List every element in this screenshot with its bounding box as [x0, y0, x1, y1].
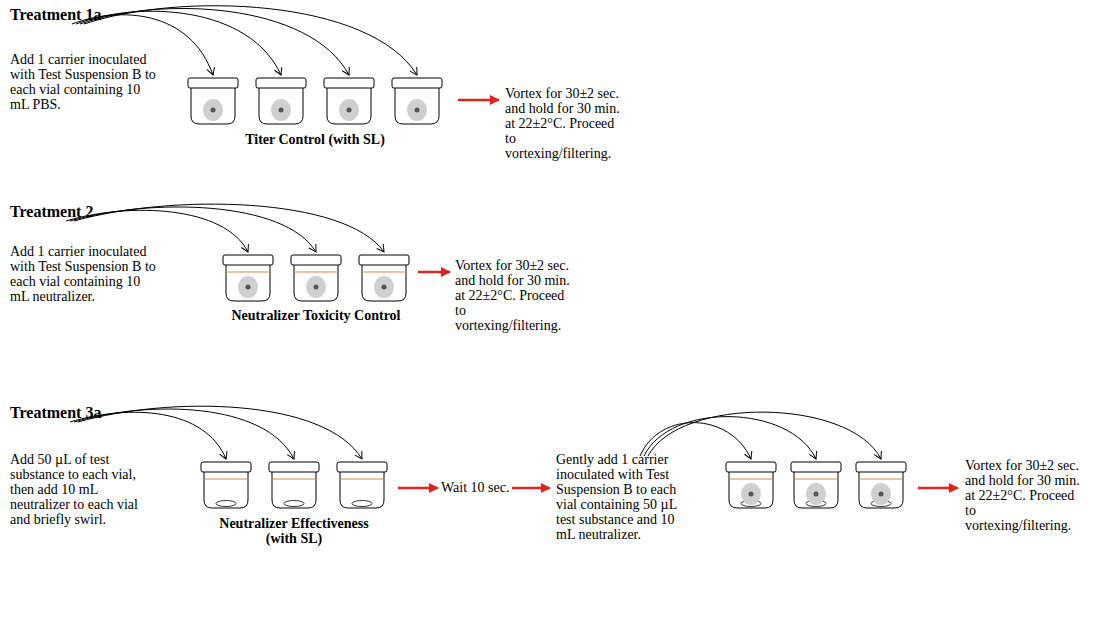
vial — [188, 78, 442, 124]
step-text: Gently add 1 carrier inoculated with Tes… — [556, 452, 686, 542]
vial — [223, 255, 409, 301]
red-arrow — [512, 487, 550, 490]
step-text: Vortex for 30±2 sec. and hold for 30 min… — [505, 86, 623, 161]
step-text: Add 1 carrier inoculated with Test Suspe… — [10, 52, 160, 112]
step-text: Add 1 carrier inoculated with Test Suspe… — [10, 244, 160, 304]
red-arrow — [918, 487, 958, 490]
step-text: Wait 10 sec. — [441, 480, 509, 495]
vial — [201, 462, 387, 508]
heading: Treatment 1a — [10, 6, 101, 24]
curved-arrow — [70, 406, 362, 459]
step-text: Vortex for 30±2 sec. and hold for 30 min… — [965, 458, 1083, 533]
red-arrow — [418, 271, 450, 274]
red-arrow — [398, 487, 438, 490]
heading: Treatment 2 — [10, 203, 93, 221]
red-arrow — [458, 99, 499, 102]
group-caption: Neutralizer Toxicity Control — [206, 308, 426, 323]
group-caption: Neutralizer Effectiveness (with SL) — [209, 516, 379, 546]
vial — [726, 462, 906, 508]
step-text: Vortex for 30±2 sec. and hold for 30 min… — [455, 258, 573, 333]
curved-arrow — [640, 412, 881, 459]
heading: Treatment 3a — [10, 404, 101, 422]
step-text: Add 50 µL of test substance to each vial… — [10, 452, 160, 527]
group-caption: Titer Control (with SL) — [215, 132, 415, 147]
